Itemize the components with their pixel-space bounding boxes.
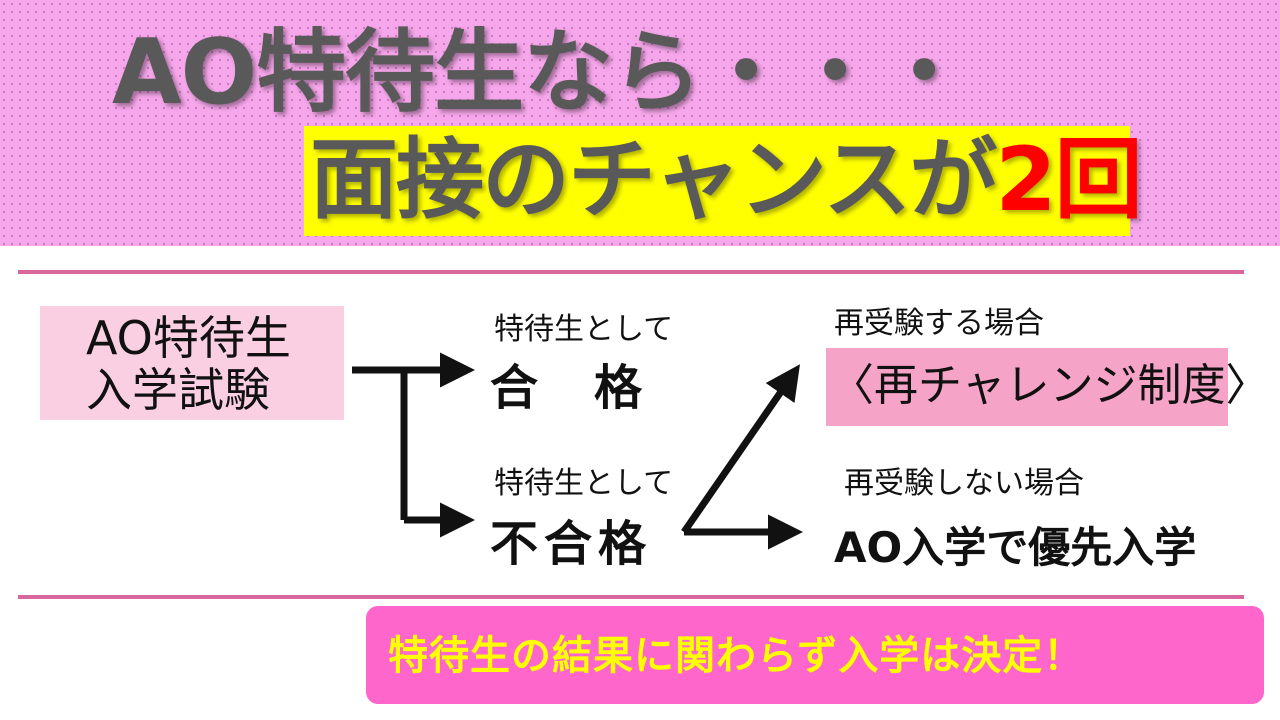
pass-label: 合格 (490, 360, 644, 416)
no-retry-label: AO入学で優先入学 (834, 523, 1197, 572)
headline-line2-text: 面接のチャンスが (310, 128, 997, 231)
retry-label: 〈再チャレンジ制度〉 (830, 360, 1270, 411)
pass-sublabel: 特待生として (494, 312, 674, 347)
retry-box (826, 348, 1228, 426)
top-divider (18, 270, 1244, 274)
exam-box (40, 306, 344, 420)
headline-count: 2回 (995, 128, 1142, 231)
header-band (0, 0, 1280, 246)
pass-label-char1: 合 (490, 360, 541, 416)
note-text: 特待生の結果に関わらず入学は決定！ (388, 633, 1085, 679)
headline-line1: AO特待生なら・・・ (112, 20, 969, 125)
fail-sublabel: 特待生として (494, 466, 674, 501)
retry-arrow (681, 364, 800, 534)
exam-label-line1: AO特待生 (86, 311, 291, 365)
note-box (366, 606, 1264, 704)
exam-label-line2: 入学試験 (86, 363, 270, 417)
headline-highlight (304, 126, 1130, 236)
headline-line2: 面接のチャンスが2回 (310, 124, 1143, 236)
no-retry-sublabel: 再受験しない場合 (844, 466, 1084, 501)
pass-label-char2: 格 (594, 360, 645, 416)
branch-arrows (352, 352, 803, 550)
fail-label: 不合格 (490, 516, 653, 572)
retry-sublabel: 再受験する場合 (834, 306, 1044, 341)
bottom-divider (18, 595, 1244, 599)
